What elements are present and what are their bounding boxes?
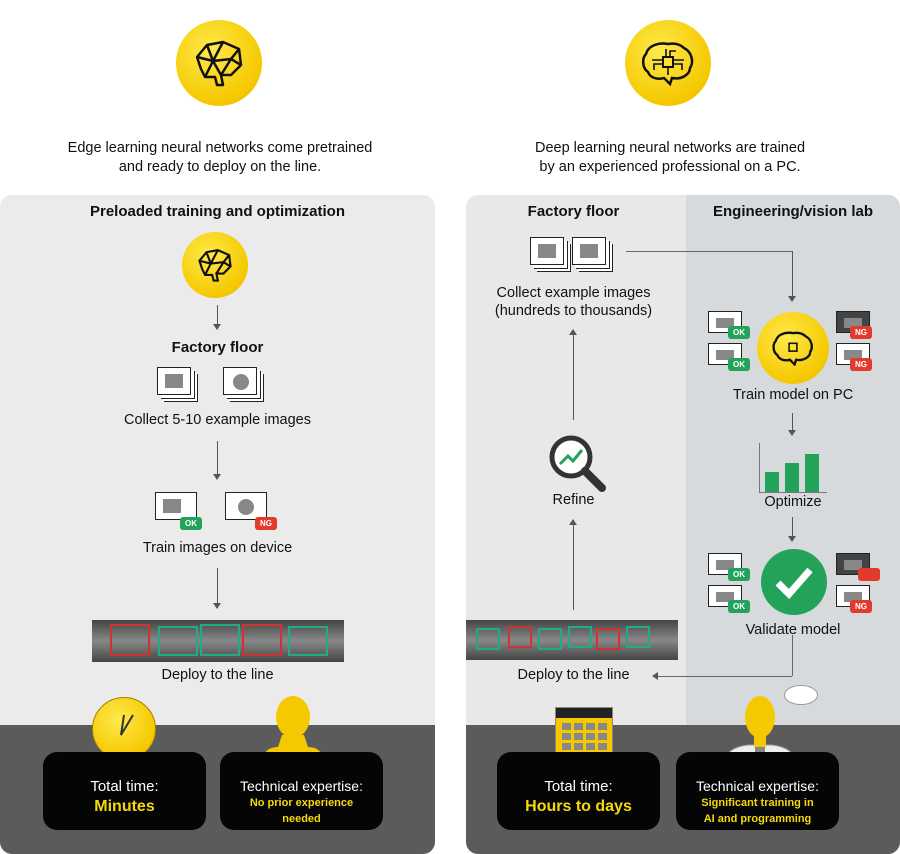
caption-line: by an experienced professional on a PC.	[539, 159, 801, 175]
caption-line: Deep learning neural networks are traine…	[534, 140, 806, 156]
ok-tag: OK	[728, 568, 750, 581]
technical-expertise-box: Technical expertise: No prior experience…	[220, 752, 383, 830]
example-image-icon	[223, 367, 257, 395]
train-image-icon	[155, 492, 197, 520]
brain-chip-icon	[757, 312, 829, 384]
ok-tag: OK	[728, 326, 750, 339]
collect-step-label: Collect 5-10 example images	[124, 412, 311, 428]
ng-tag: NG	[850, 358, 872, 371]
expertise-label: Technical expertise:	[240, 778, 363, 794]
expertise-label: Technical expertise:	[696, 778, 819, 794]
optimize-bar-chart-icon	[759, 443, 827, 493]
image-stack-icon	[572, 237, 606, 265]
panel-title: Preloaded training and optimization	[89, 203, 345, 220]
ok-tag: OK	[180, 517, 202, 530]
brain-network-icon	[176, 20, 262, 106]
flow-arrow-up	[569, 519, 577, 610]
factory-floor-heading: Factory floor	[171, 339, 264, 356]
clock-icon	[92, 697, 156, 761]
train-step-label: Train model on PC	[732, 387, 854, 403]
engineering-lab-heading: Engineering/vision lab	[712, 203, 874, 220]
ng-tag: NG	[850, 326, 872, 339]
flow-arrow	[213, 305, 221, 330]
flow-arrow	[213, 568, 221, 609]
ok-tag: OK	[728, 358, 750, 371]
collect-step-label: Collect example images (hundreds to thou…	[466, 284, 681, 320]
train-step-label: Train images on device	[142, 540, 293, 556]
flow-line	[652, 672, 792, 680]
ng-tag: NG	[850, 600, 872, 613]
image-stack-icon	[530, 237, 564, 265]
flow-arrow	[788, 413, 796, 436]
collect-line: Collect example images	[496, 285, 651, 301]
ng-tag: NG	[255, 517, 277, 530]
deploy-step-label: Deploy to the line	[517, 667, 630, 683]
flow-line	[792, 635, 793, 676]
validate-step-label: Validate model	[745, 622, 841, 638]
brain-network-icon	[182, 232, 248, 298]
refine-magnifier-icon	[546, 432, 608, 494]
conveyor-line-image	[466, 620, 678, 660]
collect-line: (hundreds to thousands)	[494, 303, 653, 319]
total-time-value: Hours to days	[525, 798, 632, 815]
flow-arrow-up	[569, 329, 577, 420]
technical-expertise-box: Technical expertise: Significant trainin…	[676, 752, 839, 830]
ng-tag-blank	[858, 568, 880, 581]
checkmark-icon	[761, 549, 827, 615]
total-time-value: Minutes	[94, 798, 155, 815]
edge-learning-caption: Edge learning neural networks come pretr…	[20, 139, 420, 177]
total-time-label: Total time:	[544, 778, 613, 795]
expertise-value-line: needed	[282, 813, 321, 825]
flow-line	[626, 251, 792, 252]
caption-line: Edge learning neural networks come pretr…	[67, 140, 373, 156]
deep-learning-caption: Deep learning neural networks are traine…	[470, 139, 870, 177]
total-time-box: Total time: Minutes	[43, 752, 206, 830]
train-image-icon	[225, 492, 267, 520]
factory-floor-heading: Factory floor	[527, 203, 620, 220]
ok-tag: OK	[728, 600, 750, 613]
flow-arrow	[788, 251, 796, 302]
conveyor-line-image	[92, 620, 344, 662]
flow-arrow	[213, 441, 221, 480]
flow-arrow	[788, 517, 796, 542]
expertise-value-line: Significant training in	[701, 797, 814, 809]
refine-step-label: Refine	[552, 492, 595, 508]
expertise-value-line: AI and programming	[703, 813, 812, 825]
expertise-value-line: No prior experience	[249, 797, 354, 809]
total-time-box: Total time: Hours to days	[497, 752, 660, 830]
brain-chip-icon	[625, 20, 711, 106]
optimize-step-label: Optimize	[764, 494, 822, 510]
thought-bubble-icon	[784, 685, 818, 705]
caption-line: and ready to deploy on the line.	[118, 159, 322, 175]
total-time-label: Total time:	[90, 778, 159, 795]
deep-learning-panel: Factory floor Engineering/vision lab Col…	[466, 195, 900, 854]
example-image-icon	[157, 367, 191, 395]
engineering-lab-section	[686, 195, 900, 725]
edge-learning-panel: Preloaded training and optimization Fact…	[0, 195, 435, 854]
deploy-step-label: Deploy to the line	[161, 667, 274, 683]
